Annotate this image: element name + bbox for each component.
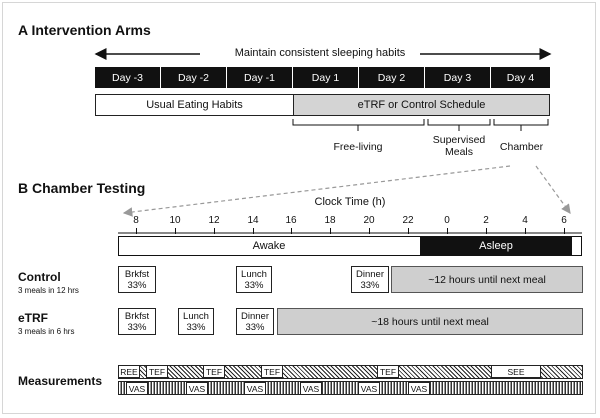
measure-ree: REE [118, 365, 140, 378]
etrf-meal-dinner: Dinner 33% [236, 308, 274, 335]
tick-mark [136, 228, 137, 234]
etrf-title: eTRF [18, 311, 48, 325]
meal-name: Brkfst [124, 311, 150, 322]
day-cell: Day 3 [425, 67, 491, 88]
measurements-title: Measurements [18, 374, 103, 388]
bracket-supervised [427, 119, 491, 131]
control-fast-bar: ~12 hours until next meal [391, 266, 583, 293]
label-free-living: Free-living [333, 141, 383, 153]
control-meal-breakfast: Brkfst 33% [118, 266, 156, 293]
control-meal-lunch: Lunch 33% [236, 266, 272, 293]
tick-label: 12 [208, 215, 220, 226]
tick-mark [564, 228, 565, 234]
measurement-bottom-band [118, 381, 583, 395]
tick-label: 8 [133, 215, 139, 226]
meal-name: Dinner [241, 311, 269, 322]
tick-label: 2 [483, 215, 489, 226]
meal-name: Dinner [356, 269, 384, 280]
tick-mark [214, 228, 215, 234]
control-title: Control [18, 270, 61, 284]
meal-name: Lunch [241, 269, 267, 280]
tick-mark [175, 228, 176, 234]
phase-etrf-control: eTRF or Control Schedule [293, 94, 550, 116]
tick-label: 22 [402, 215, 414, 226]
asleep-segment: Asleep [420, 236, 572, 256]
tick-mark [525, 228, 526, 234]
label-chamber: Chamber [499, 141, 544, 153]
tick-mark [447, 228, 448, 234]
etrf-meal-breakfast: Brkfst 33% [118, 308, 156, 335]
tick-label: 0 [444, 215, 450, 226]
tick-label: 14 [247, 215, 259, 226]
tick-label: 20 [363, 215, 375, 226]
measure-tef: TEF [203, 365, 225, 378]
day-cell: Day 1 [293, 67, 359, 88]
measure-tef: TEF [261, 365, 283, 378]
meal-pct: 33% [127, 280, 147, 291]
tick-mark [253, 228, 254, 234]
section-b-title: B Chamber Testing [18, 180, 146, 196]
measure-vas: VAS [300, 382, 322, 395]
axis-title: Clock Time (h) [314, 196, 386, 208]
day-cell: Day 4 [491, 67, 550, 88]
section-a-title: A Intervention Arms [18, 22, 151, 38]
measure-vas: VAS [408, 382, 430, 395]
measure-vas: VAS [186, 382, 208, 395]
etrf-fast-bar: ~18 hours until next meal [277, 308, 583, 335]
tick-label: 6 [561, 215, 567, 226]
tick-mark [330, 228, 331, 234]
tick-mark [291, 228, 292, 234]
meal-pct: 33% [127, 322, 147, 333]
measure-vas: VAS [358, 382, 380, 395]
phase-usual-eating: Usual Eating Habits [95, 94, 294, 116]
etrf-subtitle: 3 meals in 6 hrs [18, 327, 75, 336]
day-cell: Day -1 [227, 67, 293, 88]
tick-mark [486, 228, 487, 234]
meal-pct: 33% [186, 322, 206, 333]
zoom-arrow-right [535, 165, 571, 214]
measure-see: SEE [491, 365, 541, 378]
meal-pct: 33% [245, 322, 265, 333]
day-cell: Day -2 [161, 67, 227, 88]
label-supervised-meals: Supervised Meals [432, 134, 486, 158]
figure-frame [2, 2, 596, 414]
meal-pct: 33% [244, 280, 264, 291]
etrf-meal-lunch: Lunch 33% [178, 308, 214, 335]
measure-tef: TEF [377, 365, 399, 378]
tick-mark [408, 228, 409, 234]
sleep-arrow-label: Maintain consistent sleeping habits [234, 47, 406, 59]
day-cell: Day 2 [359, 67, 425, 88]
control-meal-dinner: Dinner 33% [351, 266, 389, 293]
tick-label: 18 [324, 215, 336, 226]
bracket-free-living [292, 119, 425, 131]
awake-segment: Awake [252, 240, 286, 252]
day-cell: Day -3 [95, 67, 161, 88]
tick-label: 16 [285, 215, 297, 226]
tick-label: 4 [522, 215, 528, 226]
tick-mark [369, 228, 370, 234]
zoom-arrow-left [122, 165, 511, 217]
meal-name: Brkfst [124, 269, 150, 280]
measure-tef: TEF [146, 365, 168, 378]
measure-vas: VAS [244, 382, 266, 395]
meal-pct: 33% [360, 280, 380, 291]
control-subtitle: 3 meals in 12 hrs [18, 286, 79, 295]
meal-name: Lunch [183, 311, 209, 322]
measure-vas: VAS [126, 382, 148, 395]
tick-label: 10 [169, 215, 181, 226]
bracket-chamber [493, 119, 549, 131]
